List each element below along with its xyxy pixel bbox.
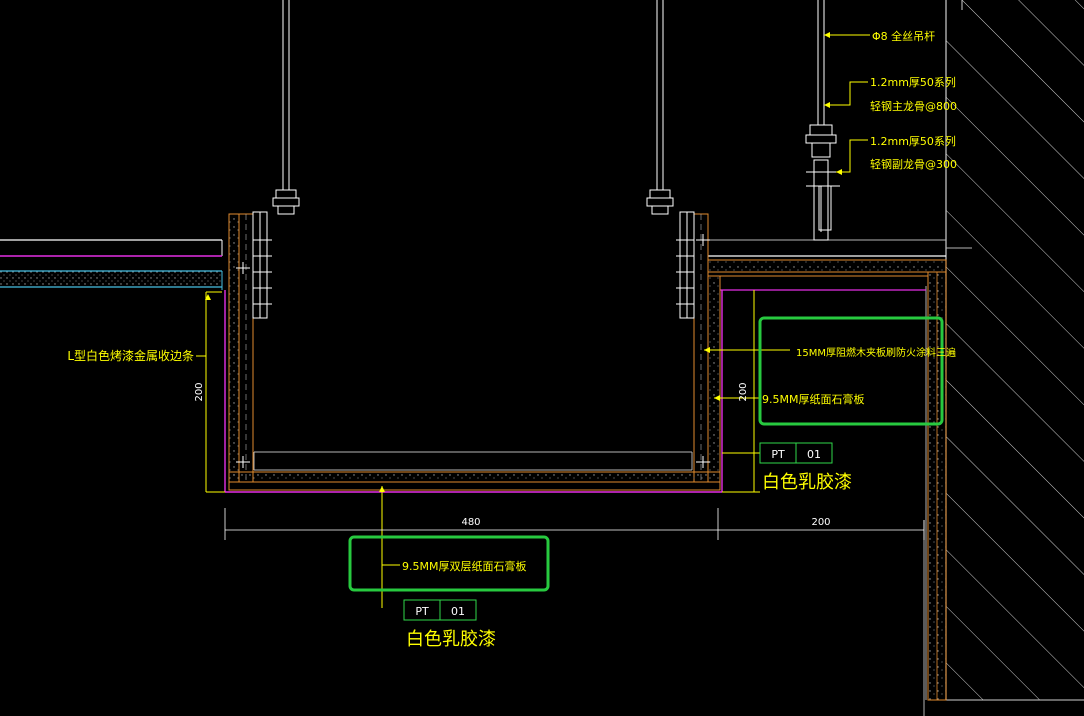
material-tag-right: PT 01 (759, 442, 833, 464)
gypsum-bottom-label: 9.5MM厚双层纸面石膏板 (402, 559, 526, 573)
tag-num: 01 (807, 448, 821, 461)
annotation-texts: Φ8 全丝吊杆 1.2mm厚50系列 轻钢主龙骨@800 1.2mm厚50系列 … (67, 29, 957, 650)
highlight-box-bottom (348, 535, 550, 592)
keel-hanger-assembly (805, 0, 840, 241)
main-keel-label-2: 轻钢主龙骨@800 (870, 99, 957, 113)
tag-num: 01 (451, 605, 465, 618)
fire-board-label: 15MM厚阻燃木夹板刷防火涂料三遍 (796, 346, 956, 359)
gypsum-side-label: 9.5MM厚纸面石膏板 (762, 392, 864, 406)
tag-code: PT (771, 448, 785, 461)
main-keel-label-1: 1.2mm厚50系列 (870, 75, 956, 89)
sub-keel-label-2: 轻钢副龙骨@300 (870, 157, 957, 171)
dim-width: 480 (461, 517, 480, 528)
dimension-lines (224, 508, 925, 540)
right-hanger (646, 0, 695, 319)
trim-strip-label: L型白色烤漆金属收边条 (67, 348, 194, 363)
paint-label-right: 白色乳胶漆 (762, 472, 852, 493)
rod-label: Φ8 全丝吊杆 (872, 29, 935, 43)
ceiling-trough (224, 213, 723, 493)
structural-wall (945, 0, 1084, 701)
leader-lines (196, 34, 870, 608)
tag-code: PT (415, 605, 429, 618)
left-hanger (252, 0, 300, 319)
dim-right-width: 200 (811, 517, 830, 528)
dimension-texts: 200 200 480 200 (194, 382, 831, 528)
paint-label-bottom: 白色乳胶漆 (406, 629, 496, 650)
arrow-ticks (205, 32, 842, 492)
dim-right-height: 200 (738, 382, 749, 401)
left-ceiling-slab (0, 239, 223, 290)
highlight-boxes (348, 316, 944, 592)
right-ceiling-slab (707, 239, 972, 291)
sub-keel-label-1: 1.2mm厚50系列 (870, 134, 956, 148)
dim-left-height: 200 (194, 382, 205, 401)
material-tag-bottom: PT 01 (403, 599, 477, 621)
highlight-box-side (758, 316, 944, 426)
